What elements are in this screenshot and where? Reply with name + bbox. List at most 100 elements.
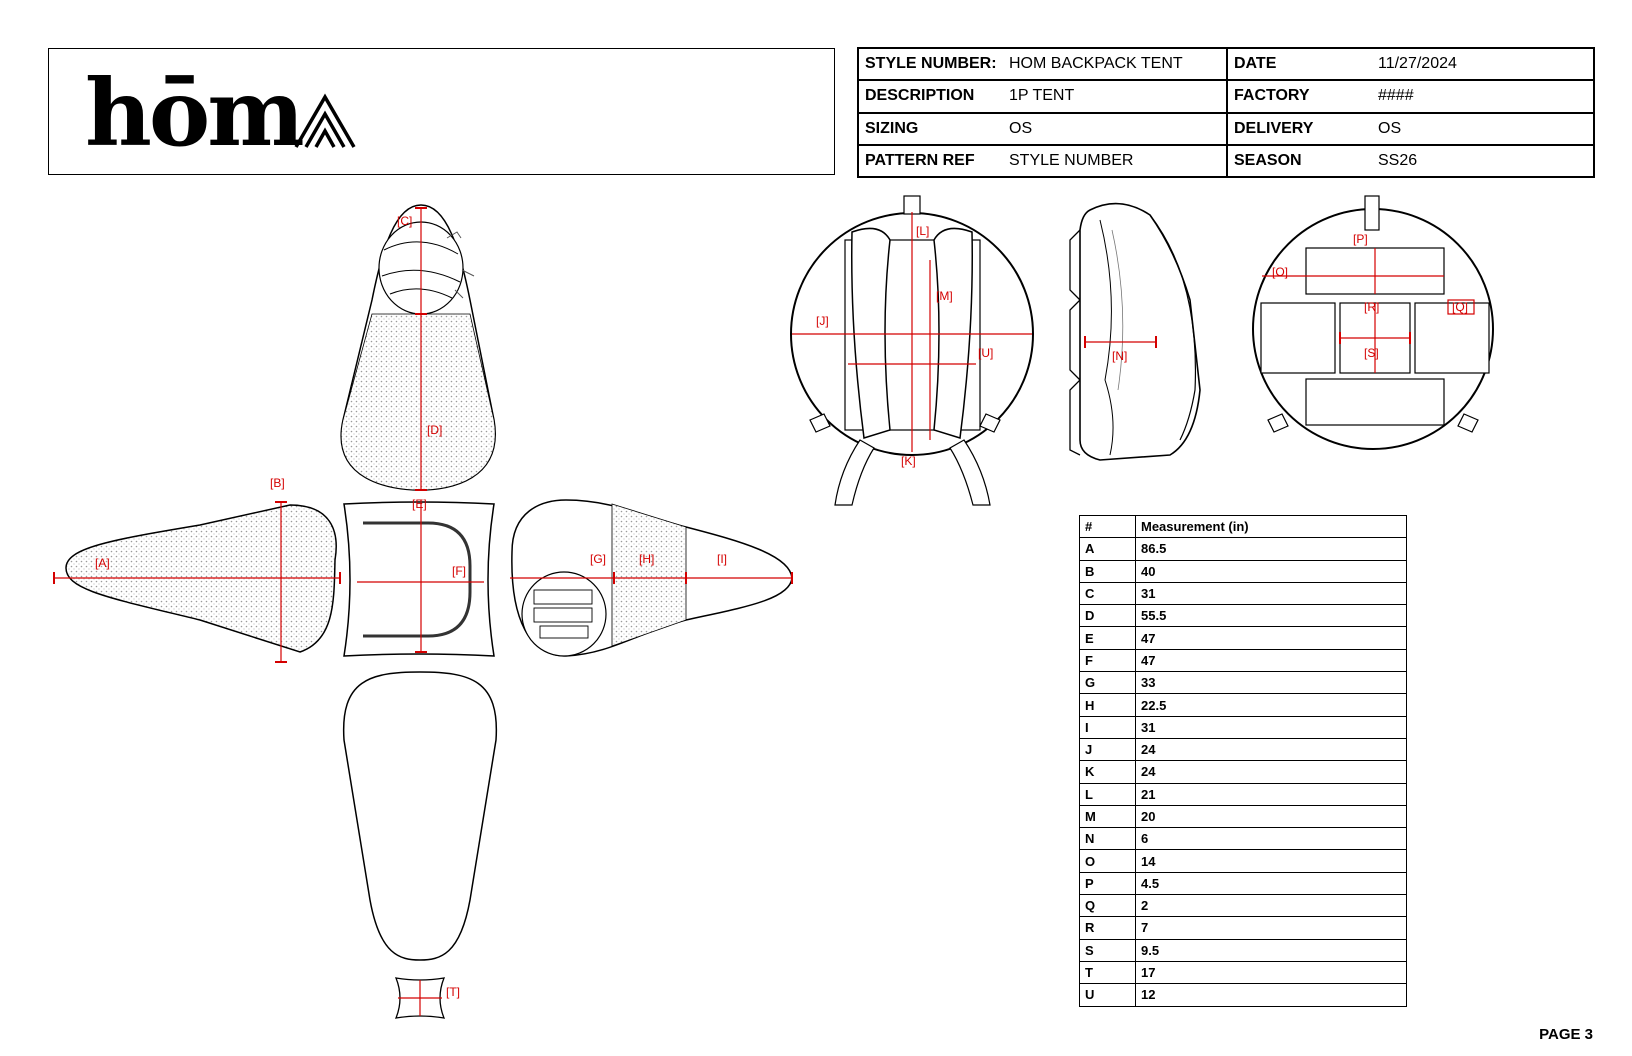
measurement-id: P [1079, 871, 1136, 896]
dimension-lines-front [792, 212, 1032, 452]
measurement-value: 22.5 [1135, 693, 1407, 717]
measurement-value: 14 [1135, 849, 1407, 873]
measurement-id: J [1079, 737, 1136, 762]
measurement-header-value: Measurement (in) [1135, 514, 1407, 539]
callout-d: [D] [427, 423, 442, 437]
callout-c: [C] [397, 214, 412, 228]
callout-t: [T] [446, 985, 460, 999]
page-number: PAGE 3 [1539, 1026, 1593, 1043]
callout-f: [F] [452, 564, 466, 578]
measurement-header-id: # [1079, 514, 1136, 539]
callout-e: [E] [412, 497, 427, 511]
measurement-value: 4.5 [1135, 871, 1407, 896]
panel-center [343, 501, 495, 657]
dimension-lines-interior [1262, 248, 1475, 373]
measurement-id: F [1079, 648, 1136, 673]
spec-label: FACTORY [1226, 79, 1372, 114]
callout-g: [G] [590, 552, 606, 566]
measurement-id: O [1079, 849, 1136, 873]
callout-j: [J] [816, 314, 829, 328]
spec-label: SEASON [1226, 143, 1372, 179]
measurement-value: 20 [1135, 804, 1407, 829]
measurement-id: R [1079, 916, 1136, 940]
measurement-id: U [1079, 983, 1136, 1007]
measurement-value: 31 [1135, 715, 1407, 739]
measurement-value: 47 [1135, 648, 1407, 673]
measurement-id: E [1079, 626, 1136, 650]
measurement-id: S [1079, 938, 1136, 962]
spec-value: 1P TENT [1003, 79, 1228, 114]
spec-label: SIZING [857, 111, 1003, 146]
spec-value: SS26 [1372, 143, 1595, 179]
backpack-side-view [1069, 202, 1201, 461]
measurement-value: 21 [1135, 782, 1407, 806]
measurement-value: 12 [1135, 983, 1407, 1007]
callout-i: [I] [717, 552, 727, 566]
spec-label: DATE [1226, 46, 1372, 82]
measurement-id: K [1079, 760, 1136, 784]
measurement-id: H [1079, 693, 1136, 717]
measurement-id: N [1079, 827, 1136, 851]
callout-s: [S] [1364, 346, 1379, 360]
measurement-value: 40 [1135, 559, 1407, 583]
spec-label: DELIVERY [1226, 111, 1372, 146]
measurement-id: G [1079, 671, 1136, 695]
measurement-value: 24 [1135, 760, 1407, 784]
callout-h: [H] [639, 552, 654, 566]
measurement-value: 17 [1135, 960, 1407, 985]
measurement-header-row: # Measurement (in) [1079, 514, 1407, 539]
measurement-value: 55.5 [1135, 604, 1407, 628]
measurement-value: 6 [1135, 827, 1407, 851]
brand-wordmark: hōm [85, 59, 305, 167]
measurement-id: I [1079, 715, 1136, 739]
measurement-value: 24 [1135, 737, 1407, 762]
spec-value: STYLE NUMBER [1003, 143, 1228, 179]
callout-u: [U] [978, 346, 993, 360]
spec-value: OS [1372, 111, 1595, 146]
panel-top [340, 204, 496, 491]
measurement-id: D [1079, 604, 1136, 628]
callout-n: [N] [1112, 349, 1127, 363]
callout-q: [Q] [1452, 300, 1468, 314]
logo-box: hōm [48, 48, 835, 175]
measurement-id: A [1079, 537, 1136, 561]
spec-value: OS [1003, 111, 1228, 146]
spec-value: #### [1372, 79, 1595, 114]
measurement-value: 47 [1135, 626, 1407, 650]
callout-o: [O] [1272, 265, 1288, 279]
callout-l: [L] [916, 224, 929, 238]
panel-bottom [342, 671, 498, 961]
spec-label: STYLE NUMBER: [857, 46, 1003, 82]
callout-labels: [A] [B] [C] [D] [E] [F] [G] [H] [I] [J] … [95, 214, 1468, 999]
measurement-value: 86.5 [1135, 537, 1407, 561]
dimension-lines-pattern [52, 206, 794, 1016]
measurement-id: Q [1079, 894, 1136, 918]
measurement-id: C [1079, 581, 1136, 606]
backpack-interior-view [1252, 195, 1494, 450]
measurement-id: T [1079, 960, 1136, 985]
